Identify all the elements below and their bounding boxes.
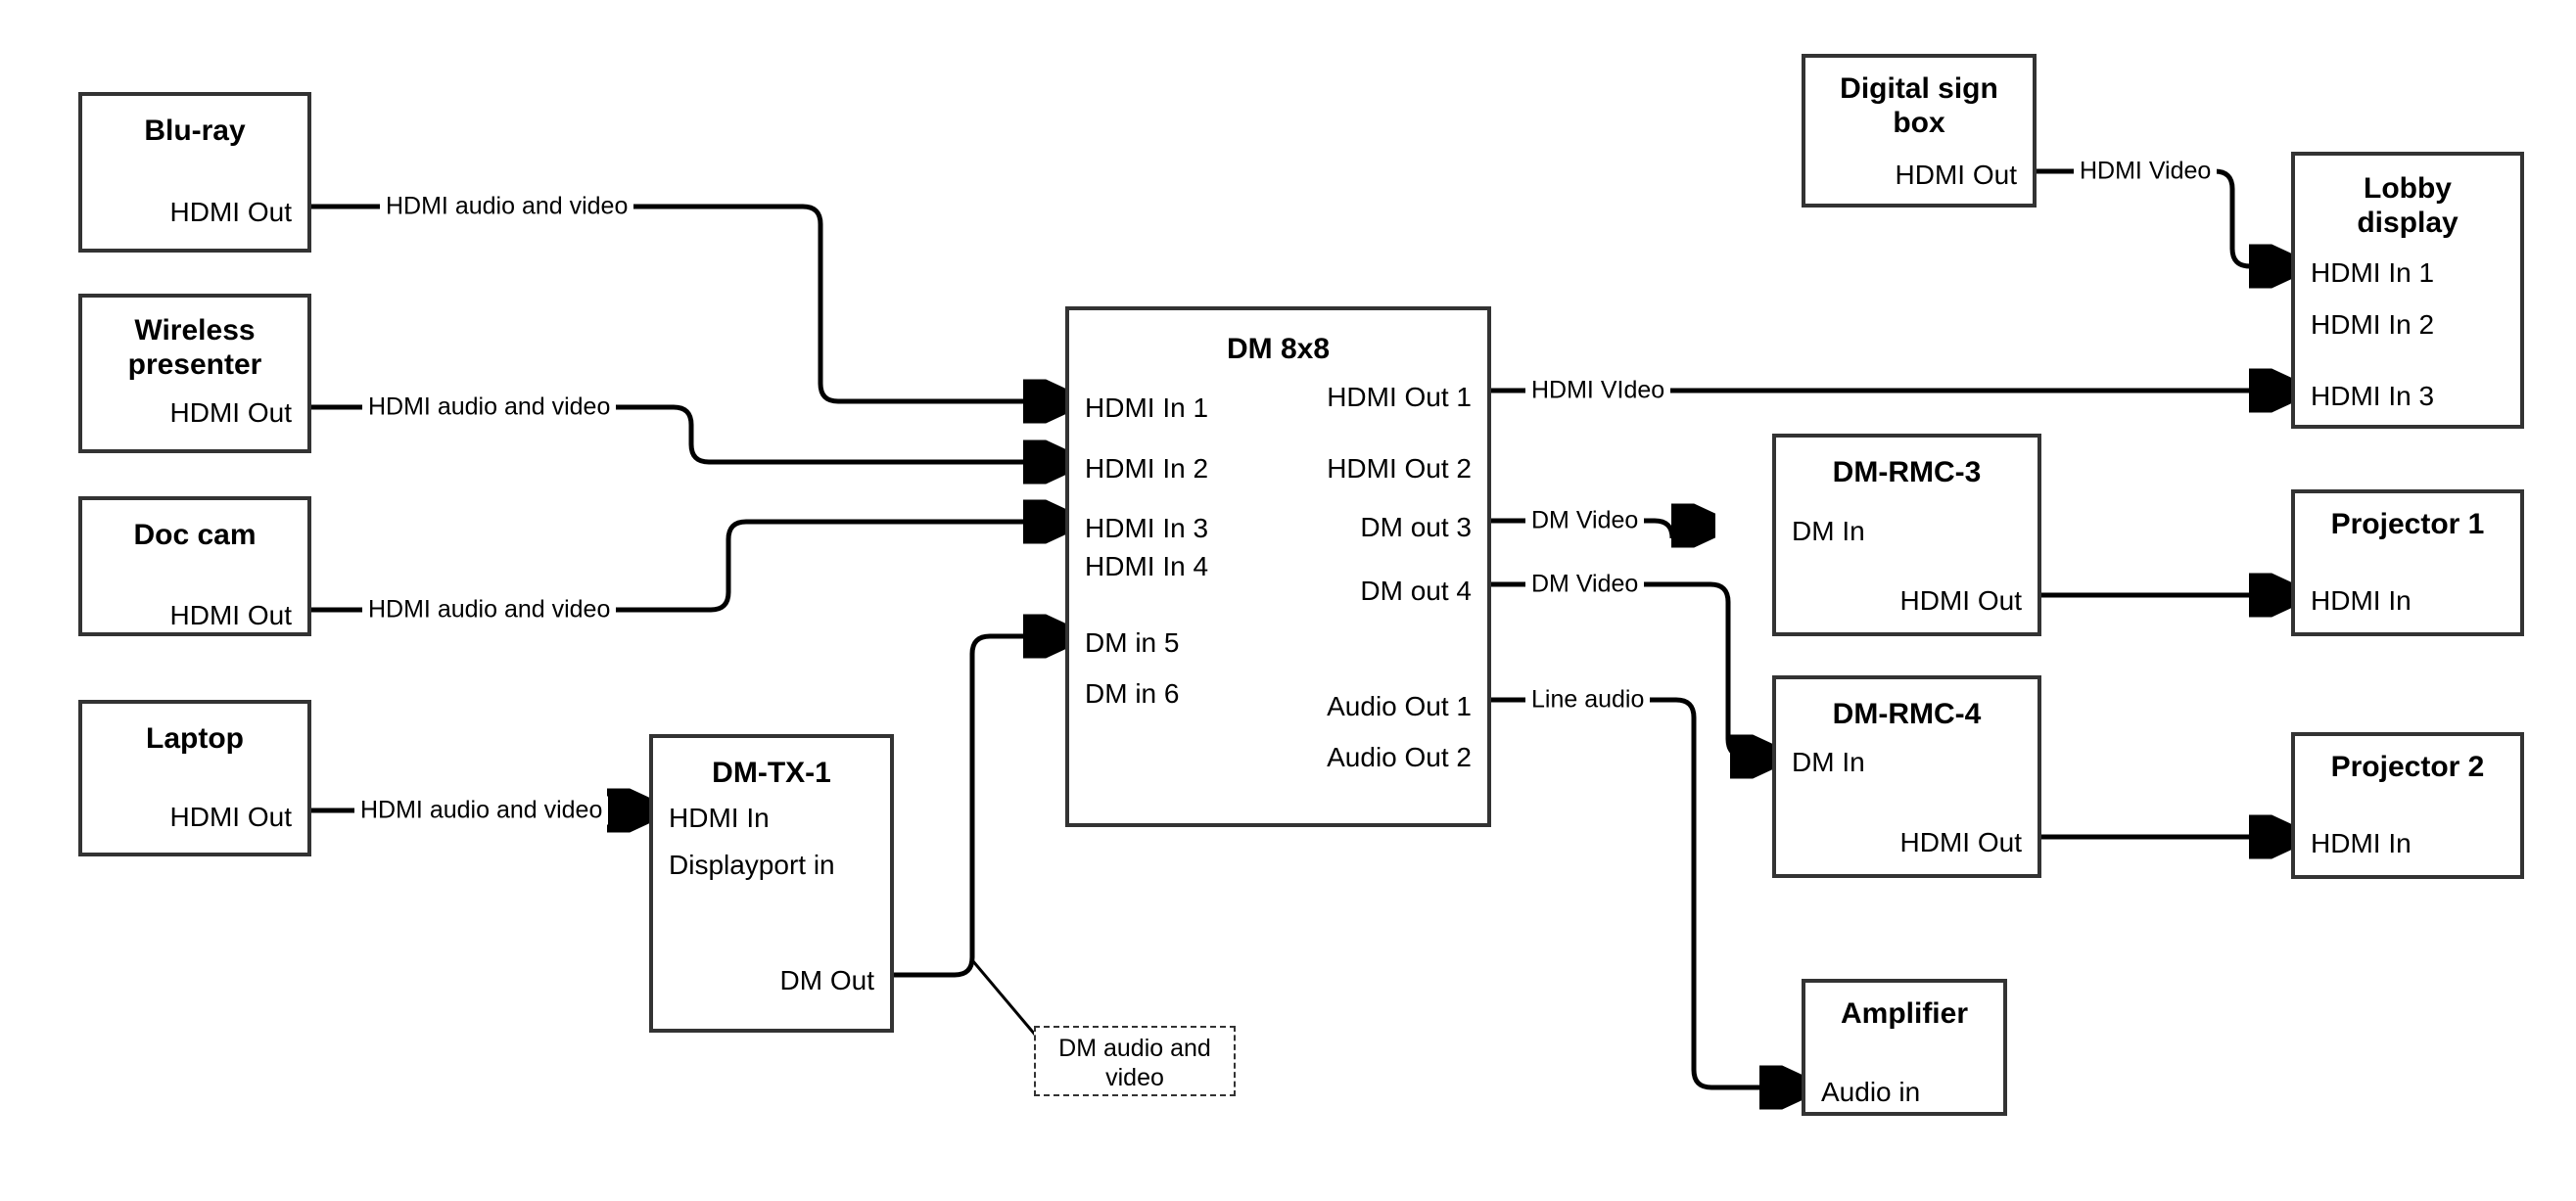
device-dm-8x8-input-hdmi-in-1[interactable]: HDMI In 1 [1085, 393, 1209, 423]
device-wireless-presenter-title: Wireless presenter [127, 314, 262, 382]
device-dm-8x8-output-audio-out-1[interactable]: Audio Out 1 [1327, 691, 1472, 721]
device-dm-rmc-4-port-dm-in[interactable]: DM In [1792, 747, 1865, 777]
device-dm-8x8-input-hdmi-in-4[interactable]: HDMI In 4 [1085, 551, 1209, 581]
device-dm-8x8-title: DM 8x8 [1226, 333, 1331, 365]
device-laptop-port-hdmi-out[interactable]: HDMI Out [169, 802, 292, 832]
device-projector-2[interactable]: Projector 2 HDMI In [2291, 732, 2524, 879]
link-label-dm-out-4-to-dm-rmc-4: DM Video [1525, 570, 1645, 599]
device-dm-rmc-3-title: DM-RMC-3 [1832, 456, 1982, 488]
device-dm-8x8-output-hdmi-out-1[interactable]: HDMI Out 1 [1327, 382, 1472, 412]
device-dm-rmc-4-port-hdmi-out[interactable]: HDMI Out [1899, 827, 2022, 857]
link-label-doccam-to-hdmi-in-3: HDMI audio and video [362, 595, 617, 624]
wire-dmtx1-to-dm-in-5 [894, 636, 1060, 978]
device-dm-tx-1-title: DM-TX-1 [712, 757, 831, 789]
device-dm-rmc-4-title: DM-RMC-4 [1832, 698, 1982, 730]
wire-dm-out-4-to-dmrmc4 [1491, 581, 1767, 757]
device-dm-8x8-output-audio-out-2[interactable]: Audio Out 2 [1327, 742, 1472, 772]
device-doc-cam-port-hdmi-out[interactable]: HDMI Out [169, 600, 292, 630]
device-projector-2-title: Projector 2 [2330, 751, 2485, 783]
link-label-hdmi-out-1-to-lobby: HDMI VIdeo [1525, 376, 1671, 405]
link-label-laptop-to-dm-tx-1: HDMI audio and video [354, 796, 609, 825]
device-dm-8x8-output-hdmi-out-2[interactable]: HDMI Out 2 [1327, 453, 1472, 484]
device-laptop-title: Laptop [146, 722, 244, 755]
device-wireless-presenter[interactable]: Wireless presenter HDMI Out [78, 294, 311, 453]
device-dm-8x8-output-dm-out-4[interactable]: DM out 4 [1360, 576, 1472, 606]
device-doc-cam[interactable]: Doc cam HDMI Out [78, 496, 311, 636]
device-lobby-display[interactable]: Lobby display HDMI In 1 HDMI In 2 HDMI I… [2291, 152, 2524, 429]
device-dm-rmc-3-port-dm-in[interactable]: DM In [1792, 516, 1865, 546]
device-dm-8x8-input-dm-in-6[interactable]: DM in 6 [1085, 678, 1180, 709]
device-wireless-presenter-port-hdmi-out[interactable]: HDMI Out [169, 397, 292, 428]
device-dm-8x8[interactable]: DM 8x8 HDMI In 1 HDMI In 2 HDMI In 3 HDM… [1065, 306, 1491, 827]
device-dm-rmc-4[interactable]: DM-RMC-4 DM In HDMI Out [1772, 675, 2041, 878]
device-dm-8x8-input-dm-in-5[interactable]: DM in 5 [1085, 627, 1180, 658]
link-label-wireless-to-hdmi-in-2: HDMI audio and video [362, 393, 617, 422]
device-lobby-display-input-hdmi-in-2[interactable]: HDMI In 2 [2311, 309, 2435, 340]
device-dm-tx-1-port-displayport-in[interactable]: Displayport in [669, 850, 835, 880]
device-projector-1[interactable]: Projector 1 HDMI In [2291, 489, 2524, 636]
device-dm-8x8-output-dm-out-3[interactable]: DM out 3 [1360, 512, 1472, 542]
device-projector-1-port-hdmi-in[interactable]: HDMI In [2311, 585, 2412, 616]
device-amplifier-title: Amplifier [1840, 997, 1969, 1030]
device-bluray-port-hdmi-out[interactable]: HDMI Out [169, 197, 292, 227]
callout-dm-audio-and-video: DM audio and video [1034, 1026, 1236, 1096]
device-digital-sign-box[interactable]: Digital sign box HDMI Out [1802, 54, 2037, 208]
device-bluray-title: Blu-ray [144, 115, 246, 147]
link-label-bluray-to-hdmi-in-1: HDMI audio and video [380, 192, 634, 221]
link-label-sign-box-to-lobby: HDMI Video [2074, 157, 2218, 186]
device-dm-8x8-input-hdmi-in-3[interactable]: HDMI In 3 [1085, 513, 1209, 543]
device-doc-cam-title: Doc cam [133, 519, 257, 551]
device-dm-tx-1-port-dm-out[interactable]: DM Out [779, 965, 874, 995]
wire-audio-out-1-to-amplifier [1491, 697, 1797, 1087]
device-dm-tx-1-port-hdmi-in[interactable]: HDMI In [669, 803, 770, 833]
leader-line-dm-audio-video [970, 959, 1043, 1042]
device-digital-sign-box-port-hdmi-out[interactable]: HDMI Out [1895, 160, 2017, 190]
wire-bluray-to-hdmi-in-1 [311, 204, 1060, 401]
device-dm-rmc-3-port-hdmi-out[interactable]: HDMI Out [1899, 585, 2022, 616]
link-label-audio-out-1-to-amplifier: Line audio [1525, 685, 1651, 715]
device-projector-2-port-hdmi-in[interactable]: HDMI In [2311, 828, 2412, 858]
device-amplifier-port-audio-in[interactable]: Audio in [1821, 1077, 1921, 1107]
device-lobby-display-input-hdmi-in-3[interactable]: HDMI In 3 [2311, 381, 2435, 411]
wire-signbox-to-lobby-in-1 [2037, 168, 2286, 266]
device-projector-1-title: Projector 1 [2330, 508, 2485, 540]
device-digital-sign-box-title: Digital sign box [1840, 72, 1998, 140]
device-laptop[interactable]: Laptop HDMI Out [78, 700, 311, 856]
device-dm-rmc-3[interactable]: DM-RMC-3 DM In HDMI Out [1772, 434, 2041, 636]
device-dm-8x8-input-hdmi-in-2[interactable]: HDMI In 2 [1085, 453, 1209, 484]
device-bluray[interactable]: Blu-ray HDMI Out [78, 92, 311, 253]
link-label-dm-out-3-to-dm-rmc-3: DM Video [1525, 506, 1645, 535]
device-lobby-display-title: Lobby display [2357, 172, 2459, 240]
device-amplifier[interactable]: Amplifier Audio in [1802, 979, 2007, 1116]
device-lobby-display-input-hdmi-in-1[interactable]: HDMI In 1 [2311, 257, 2435, 288]
device-dm-tx-1[interactable]: DM-TX-1 HDMI In Displayport in DM Out [649, 734, 894, 1033]
